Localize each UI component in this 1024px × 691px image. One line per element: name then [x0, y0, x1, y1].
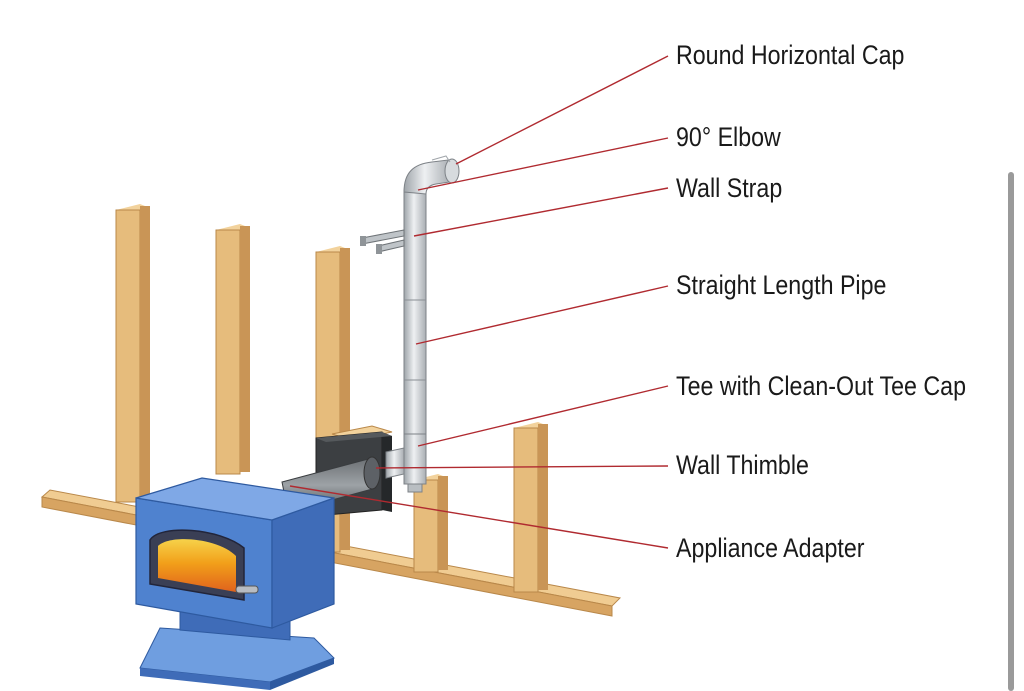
leader-tee-with-cleanout: [417, 385, 669, 447]
label-round-horizontal-cap: Round Horizontal Cap: [676, 40, 905, 70]
label-tee-with-cleanout: Tee with Clean-Out Tee Cap: [676, 371, 966, 401]
straight-pipe: [403, 189, 427, 435]
leader-wall-strap: [413, 187, 669, 237]
label-wall-thimble: Wall Thimble: [676, 450, 809, 480]
elbow-and-cap: [403, 155, 460, 195]
vertical-scrollbar[interactable]: [1008, 172, 1014, 691]
label-appliance-adapter: Appliance Adapter: [676, 533, 865, 563]
leader-round-horizontal-cap: [455, 55, 669, 165]
leader-appliance-adapter: [289, 485, 669, 549]
wood-stove: [135, 477, 335, 690]
label-90-elbow: 90° Elbow: [676, 122, 781, 152]
leader-90-elbow: [417, 137, 669, 191]
leader-straight-length-pipe: [415, 285, 669, 345]
wall-strap: [360, 229, 405, 254]
leader-wall-thimble: [375, 465, 669, 469]
label-straight-length-pipe: Straight Length Pipe: [676, 270, 887, 300]
leader-lines: [289, 55, 669, 549]
label-wall-strap: Wall Strap: [676, 173, 783, 203]
wall-studs: [115, 204, 548, 593]
